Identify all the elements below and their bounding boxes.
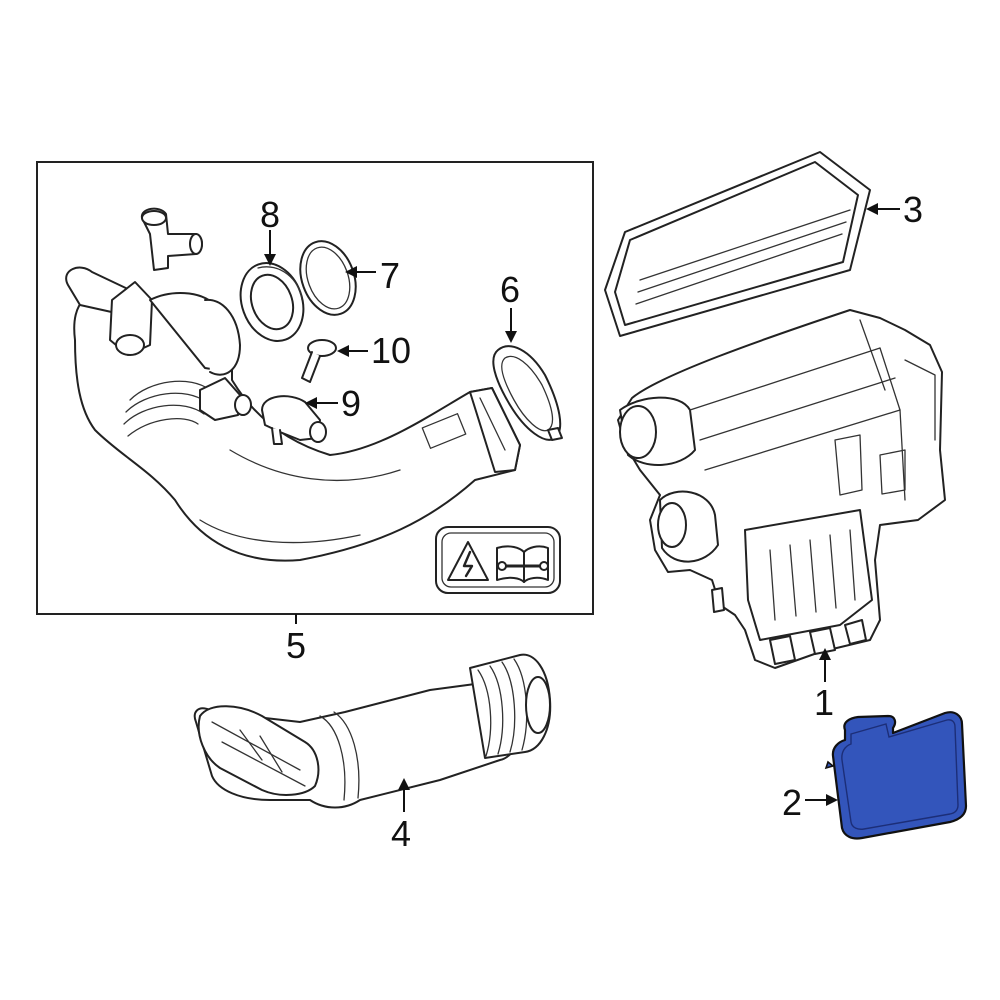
callout-2: 2 (782, 782, 802, 823)
callout-7: 7 (380, 255, 400, 296)
callout-8: 8 (260, 194, 280, 235)
kit-frame (36, 161, 594, 615)
callout-6: 6 (500, 269, 520, 310)
lightning-warning-icon (447, 541, 489, 581)
air-filter-part-3[interactable] (604, 151, 871, 337)
callout-5: 5 (286, 625, 306, 666)
callout-4: 4 (391, 813, 411, 854)
air-duct-hose[interactable] (65, 266, 521, 562)
wrench-manual-icon (496, 545, 549, 583)
intake-duct-part-4[interactable] (193, 653, 552, 809)
leader-lines (264, 203, 900, 812)
callout-1: 1 (814, 682, 834, 723)
warning-label-icon (435, 526, 561, 594)
callout-10: 10 (371, 330, 411, 371)
sensor-part-9[interactable] (261, 395, 327, 445)
callout-9: 9 (341, 383, 361, 424)
housing-gasket-part-2[interactable] (824, 711, 968, 840)
vacuum-elbow-connector[interactable] (140, 207, 203, 271)
bolt-part-10[interactable] (301, 339, 337, 383)
gasket-ring-part-6[interactable] (492, 345, 563, 441)
callout-3: 3 (903, 189, 923, 230)
air-box-housing-part-1[interactable] (617, 309, 946, 669)
coupler-ring-part-8[interactable] (230, 254, 314, 350)
